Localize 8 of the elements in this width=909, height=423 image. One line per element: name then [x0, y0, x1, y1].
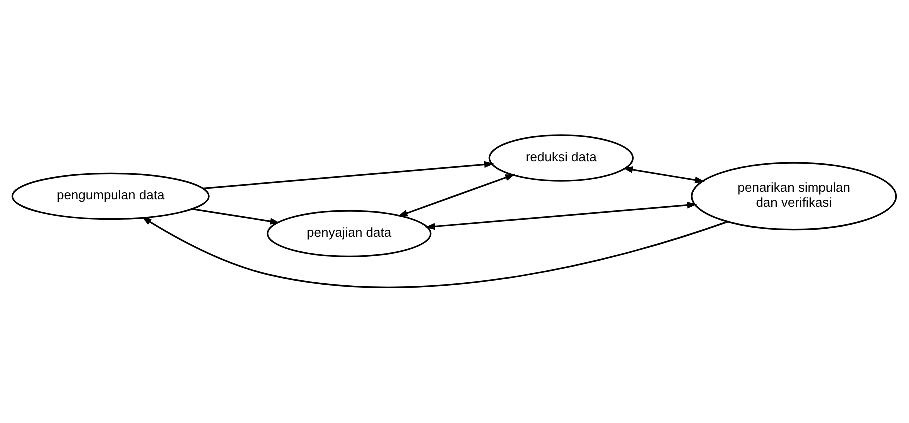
arrow: [398, 174, 516, 217]
arrow: [204, 161, 494, 190]
arrow: [623, 166, 705, 184]
arrow: [192, 208, 280, 225]
arrow: [425, 202, 698, 230]
node-ellipse: penarikan simpulan dan verifikasi: [691, 162, 898, 231]
arrow: [142, 217, 728, 288]
node-ellipse: pengumpulan data: [12, 172, 210, 220]
